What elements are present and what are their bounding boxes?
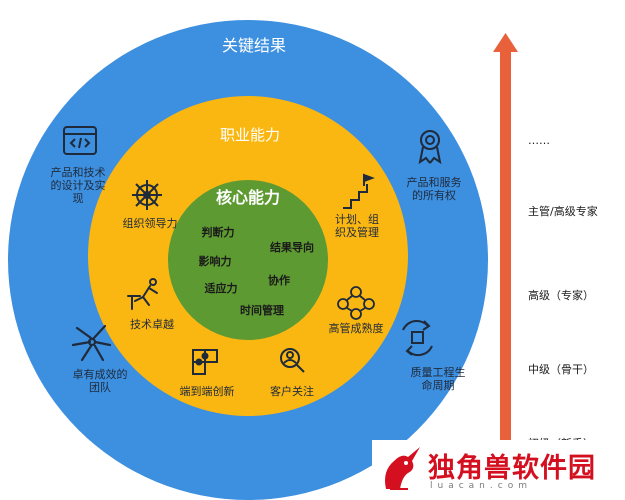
watermark-panel — [372, 440, 625, 500]
core-item-time-management: 时间管理 — [240, 304, 284, 317]
middle-item-label: 计划、组 织及管理 — [335, 213, 379, 240]
middle-ring-title: 职业能力 — [219, 126, 281, 144]
outer-item-label: 产品和服务 的所有权 — [406, 176, 462, 203]
level-arrow-shaft — [500, 50, 511, 445]
core-title: 核心能力 — [215, 188, 281, 207]
middle-item-label: 端到端创新 — [179, 385, 235, 398]
level-arrow-head — [493, 33, 518, 52]
team-hands-icon — [71, 324, 112, 362]
watermark-title: 独角兽软件园 — [428, 453, 596, 484]
outer-item-effective-team: 卓有成效的 团队 — [73, 368, 128, 394]
level-label-senior: 高级（专家） — [528, 289, 594, 302]
core-item-judgment: 判断力 — [201, 226, 235, 239]
core-circle — [168, 180, 328, 340]
network-people-icon — [337, 286, 375, 320]
watermark-subtitle: luacan.com — [430, 481, 532, 491]
outer-item-label: 卓有成效的 团队 — [72, 368, 128, 395]
customer-search-icon — [280, 348, 305, 373]
ship-wheel-icon — [132, 180, 162, 210]
middle-item-label: 高管成熟度 — [328, 322, 384, 335]
middle-item-label: 技术卓越 — [130, 318, 174, 331]
middle-item-org-leadership: 组织领导力 — [123, 217, 178, 230]
outer-item-quality-lifecycle: 质量工程生 命周期 — [411, 366, 466, 392]
stairs-goal-icon — [343, 173, 375, 209]
unicorn-logo-icon — [385, 447, 420, 490]
middle-item-customer-focus: 客户关注 — [270, 385, 314, 398]
outer-item-label: 质量工程生 命周期 — [410, 366, 466, 393]
middle-item-tech-excellence: 技术卓越 — [130, 318, 174, 331]
core-item-adaptability: 适应力 — [204, 282, 238, 295]
outer-item-label: 产品和技术 的设计及实 现 — [50, 166, 106, 206]
level-label-senior-expert: 主管/高级专家 — [528, 205, 598, 218]
code-window-icon — [63, 126, 97, 155]
middle-item-plan-organize: 计划、组 织及管理 — [335, 213, 379, 239]
outer-ring-title: 关键结果 — [221, 36, 287, 55]
hurdle-runner-icon — [127, 278, 158, 310]
outer-item-product-ownership: 产品和服务 的所有权 — [407, 176, 462, 202]
level-label-more: …… — [528, 134, 550, 147]
middle-item-exec-maturity: 高管成熟度 — [329, 322, 384, 335]
puzzle-icon — [192, 349, 218, 375]
middle-item-label: 组织领导力 — [122, 217, 178, 230]
middle-item-e2e-innovation: 端到端创新 — [180, 385, 235, 398]
award-ribbon-icon — [418, 130, 442, 165]
core-item-collaboration: 协作 — [268, 274, 290, 287]
middle-item-label: 客户关注 — [270, 385, 314, 398]
core-item-results-oriented: 结果导向 — [270, 241, 314, 254]
outer-item-product-tech-design: 产品和技术 的设计及实 现 — [51, 166, 106, 206]
cycle-box-icon — [402, 319, 433, 356]
level-label-mid: 中级（骨干） — [528, 363, 594, 376]
core-item-influence: 影响力 — [198, 255, 232, 268]
